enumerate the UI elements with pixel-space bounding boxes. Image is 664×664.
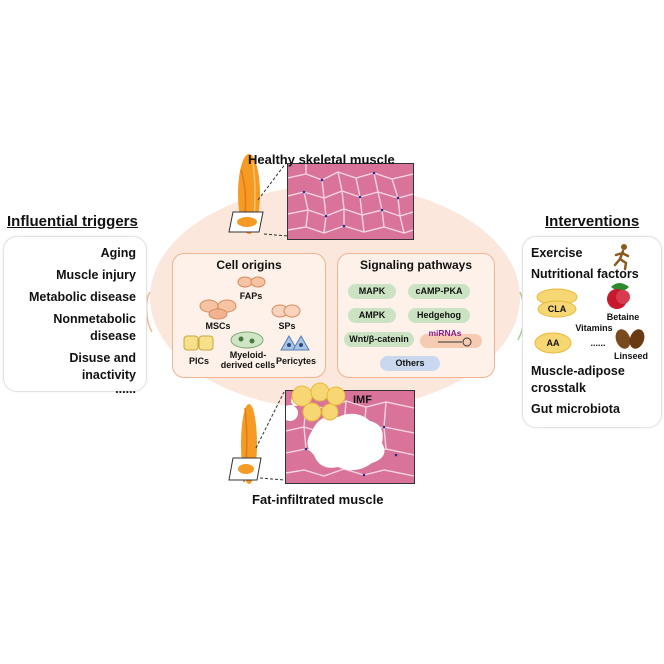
trigger-aging: Aging xyxy=(100,246,136,260)
mscs-cell-icon xyxy=(199,299,237,320)
zoom-lines-bottom xyxy=(255,391,285,481)
cell-origins-title: Cell origins xyxy=(216,258,282,272)
signaling-pathways-box: Signaling pathways MAPK cAMP-PKA AMPK He… xyxy=(337,253,495,378)
muscle-fiber-pattern xyxy=(288,164,413,234)
linseed-icon xyxy=(615,329,645,349)
imf-fat-droplets-icon xyxy=(291,382,346,422)
zoom-lines-top xyxy=(257,162,289,237)
camp-pka-pill: cAMP-PKA xyxy=(408,284,470,299)
trigger-disuse-line2: inactivity xyxy=(81,368,136,382)
intervention-gut-microbiota: Gut microbiota xyxy=(531,402,620,416)
mscs-label: MSCs xyxy=(205,321,231,331)
signaling-title: Signaling pathways xyxy=(359,258,473,272)
ampk-pill: AMPK xyxy=(348,308,396,323)
pericytes-cell-icon xyxy=(280,334,310,351)
interventions-title: Interventions xyxy=(545,213,640,230)
trigger-metabolic-disease: Metabolic disease xyxy=(29,290,136,304)
trigger-muscle-injury: Muscle injury xyxy=(56,268,136,282)
fat-infiltrated-tissue-section xyxy=(285,390,415,484)
betaine-beet-icon xyxy=(607,283,630,309)
intervention-crosstalk-line2: crosstalk xyxy=(531,381,586,395)
myeloid-label: Myeloid- derived cells xyxy=(219,350,277,370)
more-nutrients-ellipsis: ...... xyxy=(590,338,606,348)
trigger-disuse-line1: Disuse and xyxy=(69,351,136,365)
sps-cell-icon xyxy=(271,304,301,318)
sps-label: SPs xyxy=(278,321,296,331)
aa-label: AA xyxy=(546,338,560,348)
myeloid-cell-icon xyxy=(230,331,264,349)
fat-muscle-label: Fat-infiltrated muscle xyxy=(252,492,384,507)
imf-label: IMF xyxy=(353,394,372,406)
myeloid-label-line1: Myeloid- xyxy=(229,350,267,360)
cla-label: CLA xyxy=(547,304,567,314)
influential-triggers-panel: Aging Muscle injury Metabolic disease No… xyxy=(3,236,147,396)
running-person-icon xyxy=(613,244,630,271)
healthy-muscle-graphic xyxy=(225,150,315,245)
aa-droplet-icon xyxy=(534,332,572,354)
pics-cell-icon xyxy=(183,335,214,351)
linseed-label: Linseed xyxy=(613,351,648,361)
others-pill: Others xyxy=(380,356,440,371)
betaine-label: Betaine xyxy=(606,312,640,322)
mirnas-pill xyxy=(420,334,482,348)
trigger-nonmetabolic-line1: Nonmetabolic xyxy=(53,312,136,326)
healthy-muscle-label: Healthy skeletal muscle xyxy=(248,152,395,167)
cla-droplets-icon xyxy=(536,288,578,318)
intervention-crosstalk-line1: Muscle-adipose xyxy=(531,364,625,378)
trigger-nonmetabolic-line2: disease xyxy=(90,329,136,343)
influential-triggers-title: Influential triggers xyxy=(7,213,138,230)
faps-label: FAPs xyxy=(239,291,263,301)
faps-cell-icon xyxy=(237,276,266,288)
pics-label: PICs xyxy=(188,356,209,366)
wnt-pill: Wnt/β-catenin xyxy=(344,332,414,347)
fat-muscle-bundle-icon xyxy=(228,404,262,484)
hedgehog-pill: Hedgehog xyxy=(408,308,470,323)
mirnas-label: miRNAs xyxy=(428,328,462,338)
trigger-ellipsis: ...... xyxy=(115,382,136,396)
intervention-exercise: Exercise xyxy=(531,246,583,260)
healthy-tissue-section xyxy=(287,163,414,240)
vitamins-label: Vitamins xyxy=(575,323,613,333)
mirna-hairpin-icon xyxy=(438,337,472,347)
myeloid-label-line2: derived cells xyxy=(220,360,276,370)
intervention-nutritional: Nutritional factors xyxy=(531,267,639,281)
left-arrow xyxy=(145,291,153,333)
muscle-bundle-icon xyxy=(228,154,264,234)
interventions-panel: Exercise Nutritional factors CLA Betaine… xyxy=(522,236,662,428)
pericytes-label: Pericytes xyxy=(275,356,317,366)
cell-origins-box: Cell origins FAPs MSCs SPs PICs Myeloid-… xyxy=(172,253,326,378)
mapk-pill: MAPK xyxy=(348,284,396,299)
fat-muscle-graphic xyxy=(227,400,287,495)
